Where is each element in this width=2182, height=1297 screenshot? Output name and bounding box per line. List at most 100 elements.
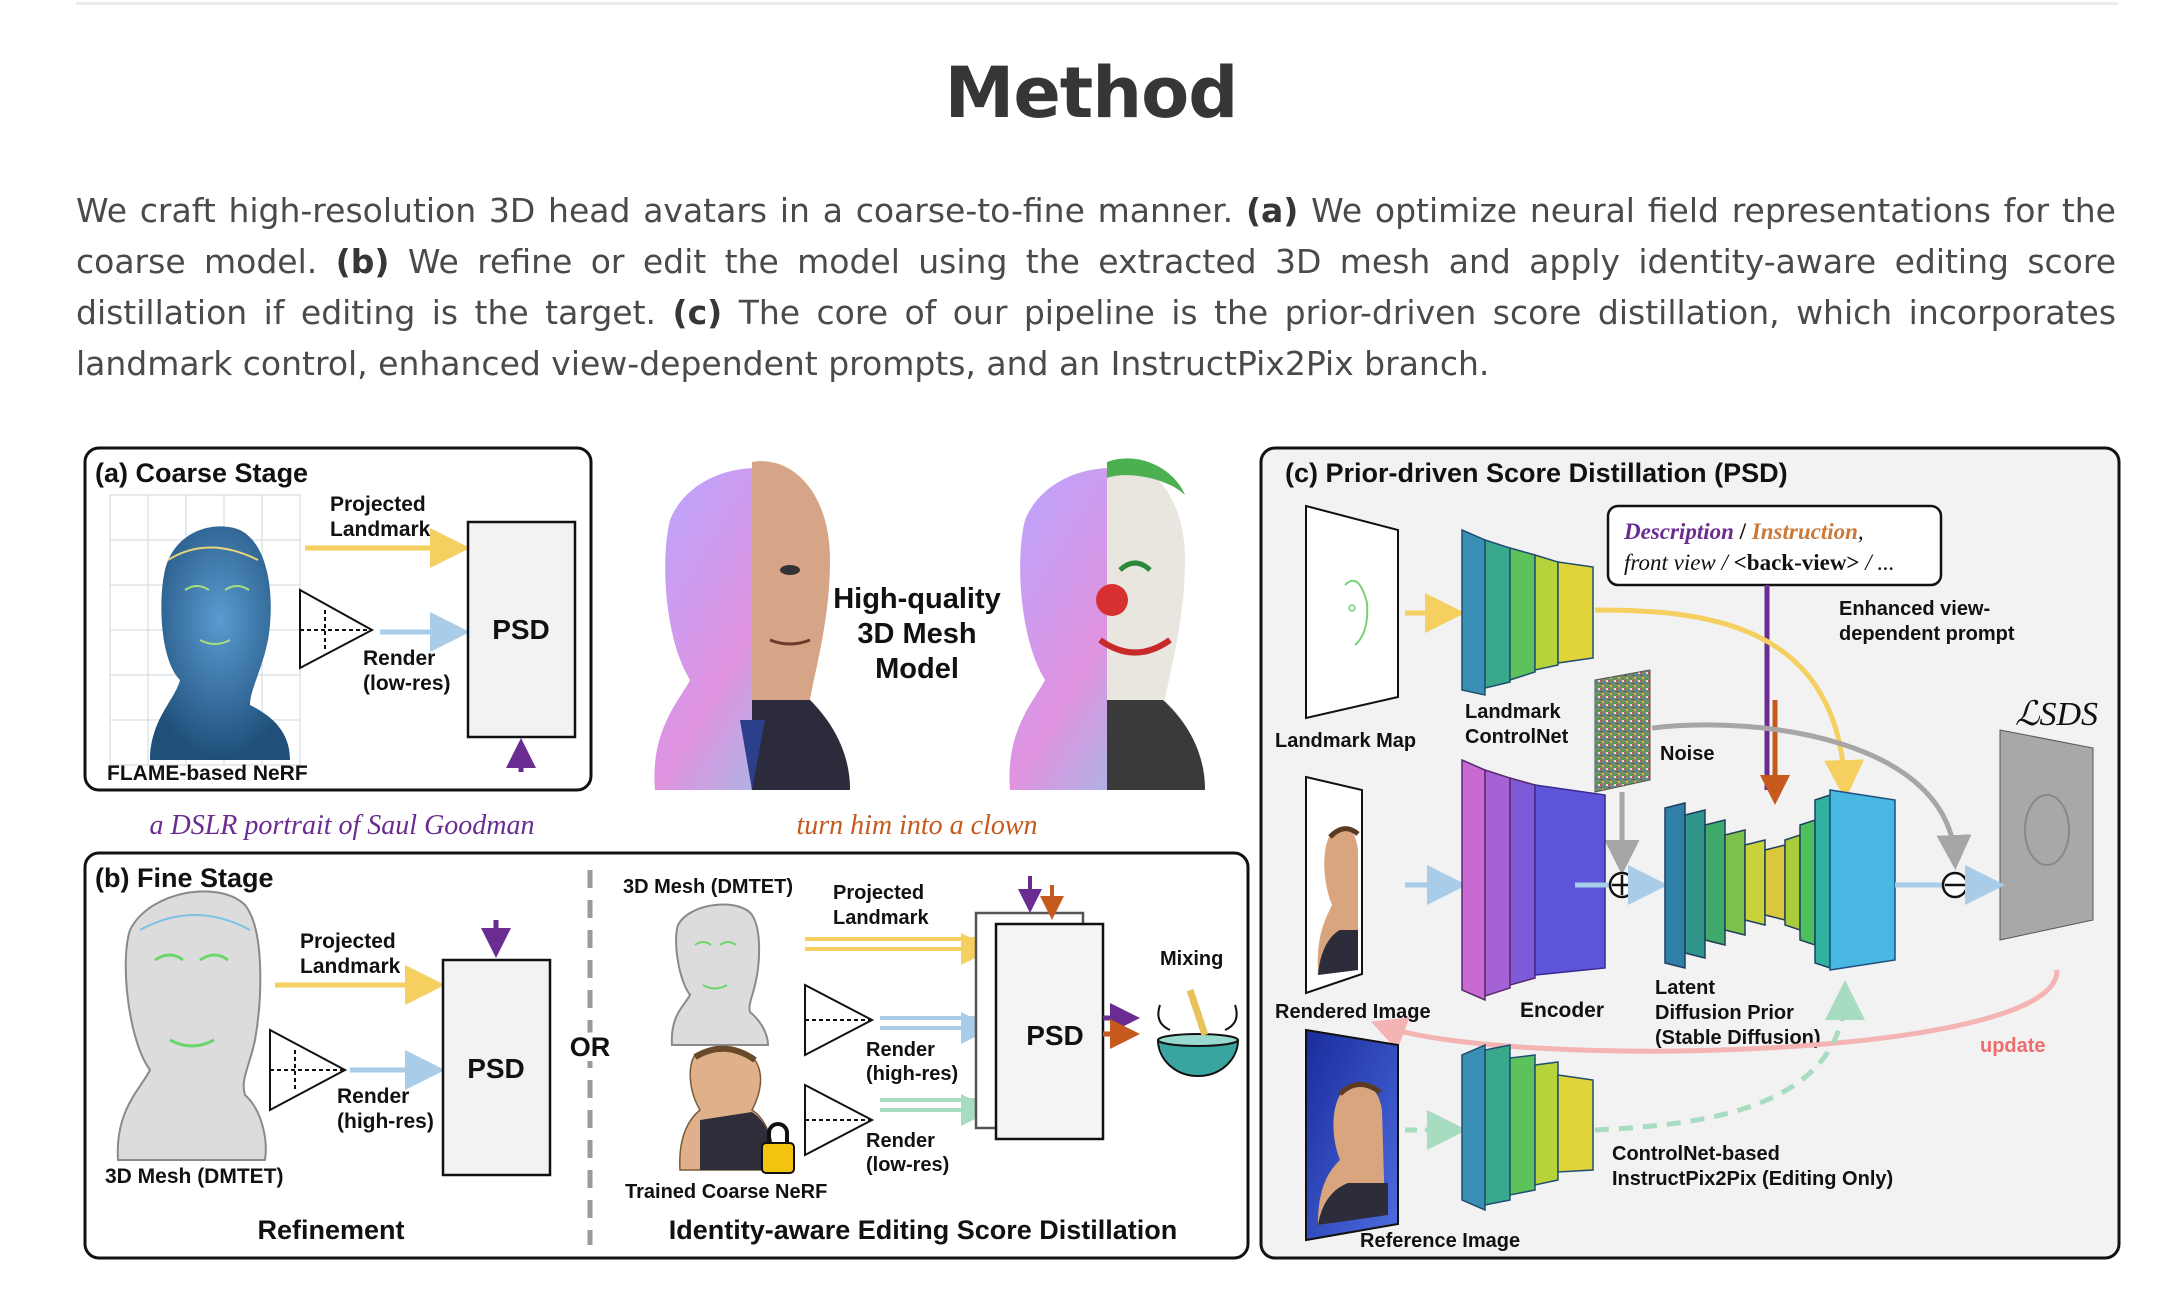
psd-panel: (c) Prior-driven Score Distillation (PSD… [1259,446,2121,1260]
prompt-back-view: <back-view> [1734,550,1860,575]
sds-loss-label: ℒSDS [2015,696,2098,733]
fine-stage-panel: (b) Fine Stage 3D Mesh (DMTET) Projected… [83,851,1250,1260]
ip2p-to-unet-arrow [1594,980,1865,1133]
reference-image [1305,1028,1399,1242]
landmark-map-image [1305,504,1399,720]
or-label: OR [570,1032,611,1062]
flame-nerf-caption: FLAME-based NeRF [107,762,308,785]
edit-render-lo-label-1: Render [866,1130,935,1152]
prompt-description-word: Description [1623,519,1734,544]
reference-image-label: Reference Image [1360,1230,1520,1252]
coarse-stage-panel: (a) Coarse Stage Projected Landmark Rend… [83,446,593,792]
edit-mesh-bust [670,903,770,1046]
landmark-controlnet-block [1461,528,1594,696]
psd-panel-title: (c) Prior-driven Score Distillation (PSD… [1285,458,1788,488]
mesh-model-showcase: High-quality 3D Mesh Model [654,458,1205,790]
mixing-bowl-icon [1156,988,1240,1077]
update-label: update [1980,1035,2046,1057]
clown-mesh-bust [1009,458,1205,790]
edit-render-hi-label-1: Render [866,1039,935,1061]
enhanced-prompt-label-2: dependent prompt [1839,623,2015,645]
fine-landmark-label-1: Projected [300,930,396,953]
fine-render-label-2: (high-res) [337,1110,434,1133]
landmark-controlnet-label-2: ControlNet [1465,726,1569,748]
prompt-comma: , [1858,519,1864,544]
fine-psd-box [441,958,552,1177]
mixing-label: Mixing [1160,948,1223,970]
enhanced-prompt-label-1: Enhanced view- [1839,598,1990,620]
mesh-label-line-1: High-quality [833,583,1001,615]
edit-render-hi-label-2: (high-res) [866,1063,958,1085]
edit-camera-lo-icon [804,1083,875,1157]
encoder-block [1461,758,1606,1002]
latent-diffusion-unet [1664,789,1896,971]
coarse-render-label-1: Render [363,647,435,670]
coarse-psd-label: PSD [492,614,550,645]
fine-mesh-caption: 3D Mesh (DMTET) [105,1165,284,1188]
ip2p-label-1: ControlNet-based [1612,1143,1780,1165]
prompt-instruction-word: Instruction [1751,519,1858,544]
rendered-image [1305,775,1363,995]
coarse-camera-icon [299,588,375,670]
noise-to-subtract-arrow [1651,722,1972,870]
top-divider [76,2,2118,5]
coarse-stage-title: (a) Coarse Stage [95,458,308,488]
prompt-slash: / [1734,519,1752,544]
coarse-landmark-label-1: Projected [330,493,426,516]
ip2p-controlnet-block [1461,1043,1594,1212]
para-sentence-2: We optimize neural field representations… [76,191,2116,281]
ip2p-label-2: InstructPix2Pix (Editing Only) [1612,1168,1893,1190]
edit-landmark-label-2: Landmark [833,907,929,929]
prompt-ellipsis: / ... [1860,550,1895,575]
landmark-controlnet-label-1: Landmark [1465,701,1561,723]
landmark-map-label: Landmark Map [1275,730,1416,752]
coarse-landmark-label-2: Landmark [330,518,431,541]
sds-gradient-image [1999,729,2094,941]
coarse-psd-box [466,520,577,739]
para-tag-c: (c) [672,293,723,332]
edit-mesh-caption: 3D Mesh (DMTET) [623,876,793,898]
encoder-label: Encoder [1520,999,1604,1022]
controlnet-to-unet-arrow [1594,607,1865,800]
update-arrow [1370,969,2060,1054]
editing-title: Identity-aware Editing Score Distillatio… [669,1215,1178,1245]
noise-label: Noise [1660,743,1714,765]
mesh-label-line-3: Model [875,653,959,685]
fine-landmark-label-2: Landmark [300,955,401,978]
edit-landmark-label-1: Projected [833,882,924,904]
rendered-image-label: Rendered Image [1275,1001,1431,1023]
prompt-line-1: Description / Instruction, [1623,519,1864,544]
ldp-label-2: Diffusion Prior [1655,1002,1794,1024]
para-sentence-4: The core of our pipeline is the prior-dr… [76,293,2117,383]
add-operator-icon [1608,871,1636,899]
para-sentence-1: We craft high-resolution 3D head avatars… [76,191,1234,230]
fine-stage-title: (b) Fine Stage [95,863,274,893]
lock-icon [761,1122,795,1174]
flame-head-figure [150,526,290,760]
prompt-line-2: front view / <back-view> / ... [1624,550,1895,575]
noise-image [1594,669,1651,793]
refinement-label: Refinement [257,1215,404,1245]
prompt-front-view: front view / [1624,550,1734,575]
fine-mesh-bust [116,890,267,1161]
fine-camera-icon [269,1028,348,1112]
coarse-render-label-2: (low-res) [363,672,451,695]
mesh-label-line-2: 3D Mesh [857,618,976,650]
para-tag-b: (b) [335,242,390,281]
edit-render-lo-label-2: (low-res) [866,1154,949,1176]
prompt-box [1606,504,1943,587]
edit-camera-hi-icon [804,983,875,1057]
subtract-operator-icon [1941,871,1969,899]
para-tag-a: (a) [1245,191,1299,230]
edit-psd-label: PSD [1026,1020,1084,1051]
section-title: Method [944,52,1239,134]
para-sentence-3: We refine or edit the model using the ex… [76,242,2117,332]
ldp-label-1: Latent [1655,977,1715,999]
ldp-label-3: (Stable Diffusion) [1655,1027,1821,1049]
trained-nerf-portrait [679,1045,776,1171]
prompt-clown: turn him into a clown [796,810,1037,841]
saul-mesh-bust [654,461,850,790]
prompt-portrait: a DSLR portrait of Saul Goodman [149,810,534,841]
trained-nerf-caption: Trained Coarse NeRF [625,1181,827,1203]
